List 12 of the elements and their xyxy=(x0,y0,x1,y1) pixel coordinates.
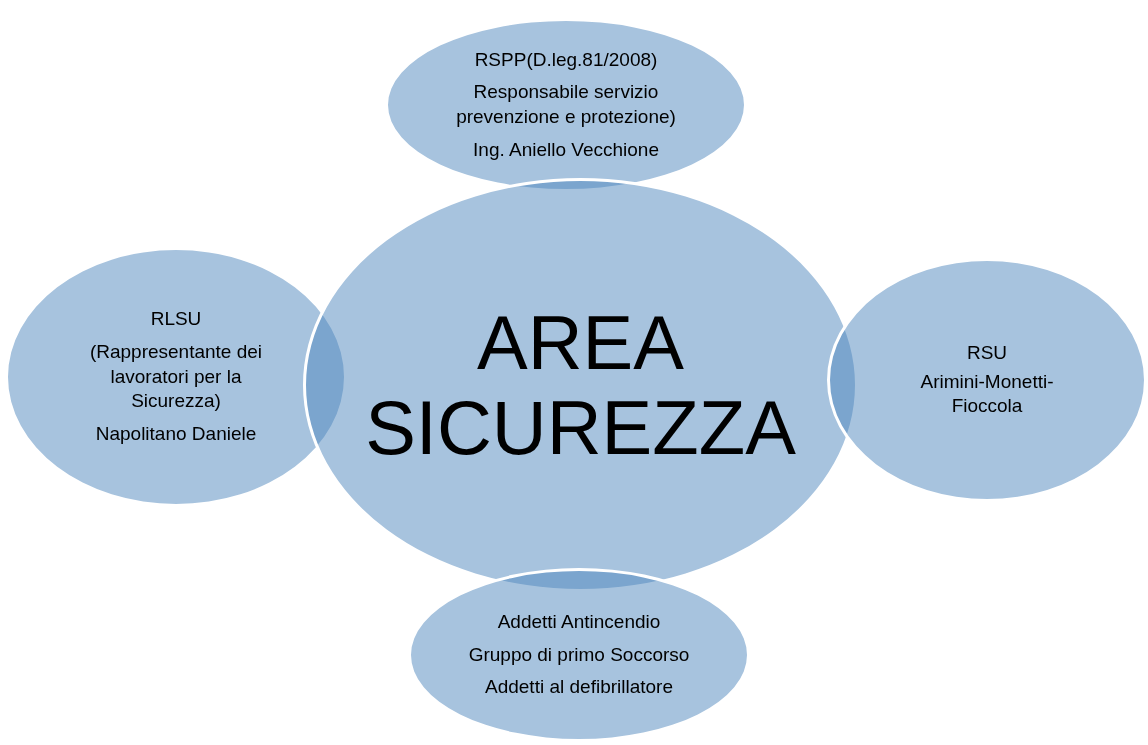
node-text: Arimini-Monetti-Fioccola xyxy=(919,369,1055,419)
node-text: RSU xyxy=(966,340,1008,365)
node-text: Addetti Antincendio xyxy=(497,609,661,634)
node-text: Addetti al defibrillatore xyxy=(485,675,673,700)
node-text: Ing. Aniello Vecchione xyxy=(473,137,659,162)
node-text: Napolitano Daniele xyxy=(95,422,257,447)
title-text: AREA SICUREZZA xyxy=(365,299,796,471)
node-text: RLSU xyxy=(150,307,202,332)
node-text: Responsabile servizio prevenzione e protezione) xyxy=(455,80,677,129)
node-text: RSPP(D.leg.81/2008) xyxy=(474,47,658,72)
node-text: (Rappresentante dei lavoratori per la Sicurezza) xyxy=(88,339,264,414)
node-text: Gruppo di primo Soccorso xyxy=(468,642,690,667)
